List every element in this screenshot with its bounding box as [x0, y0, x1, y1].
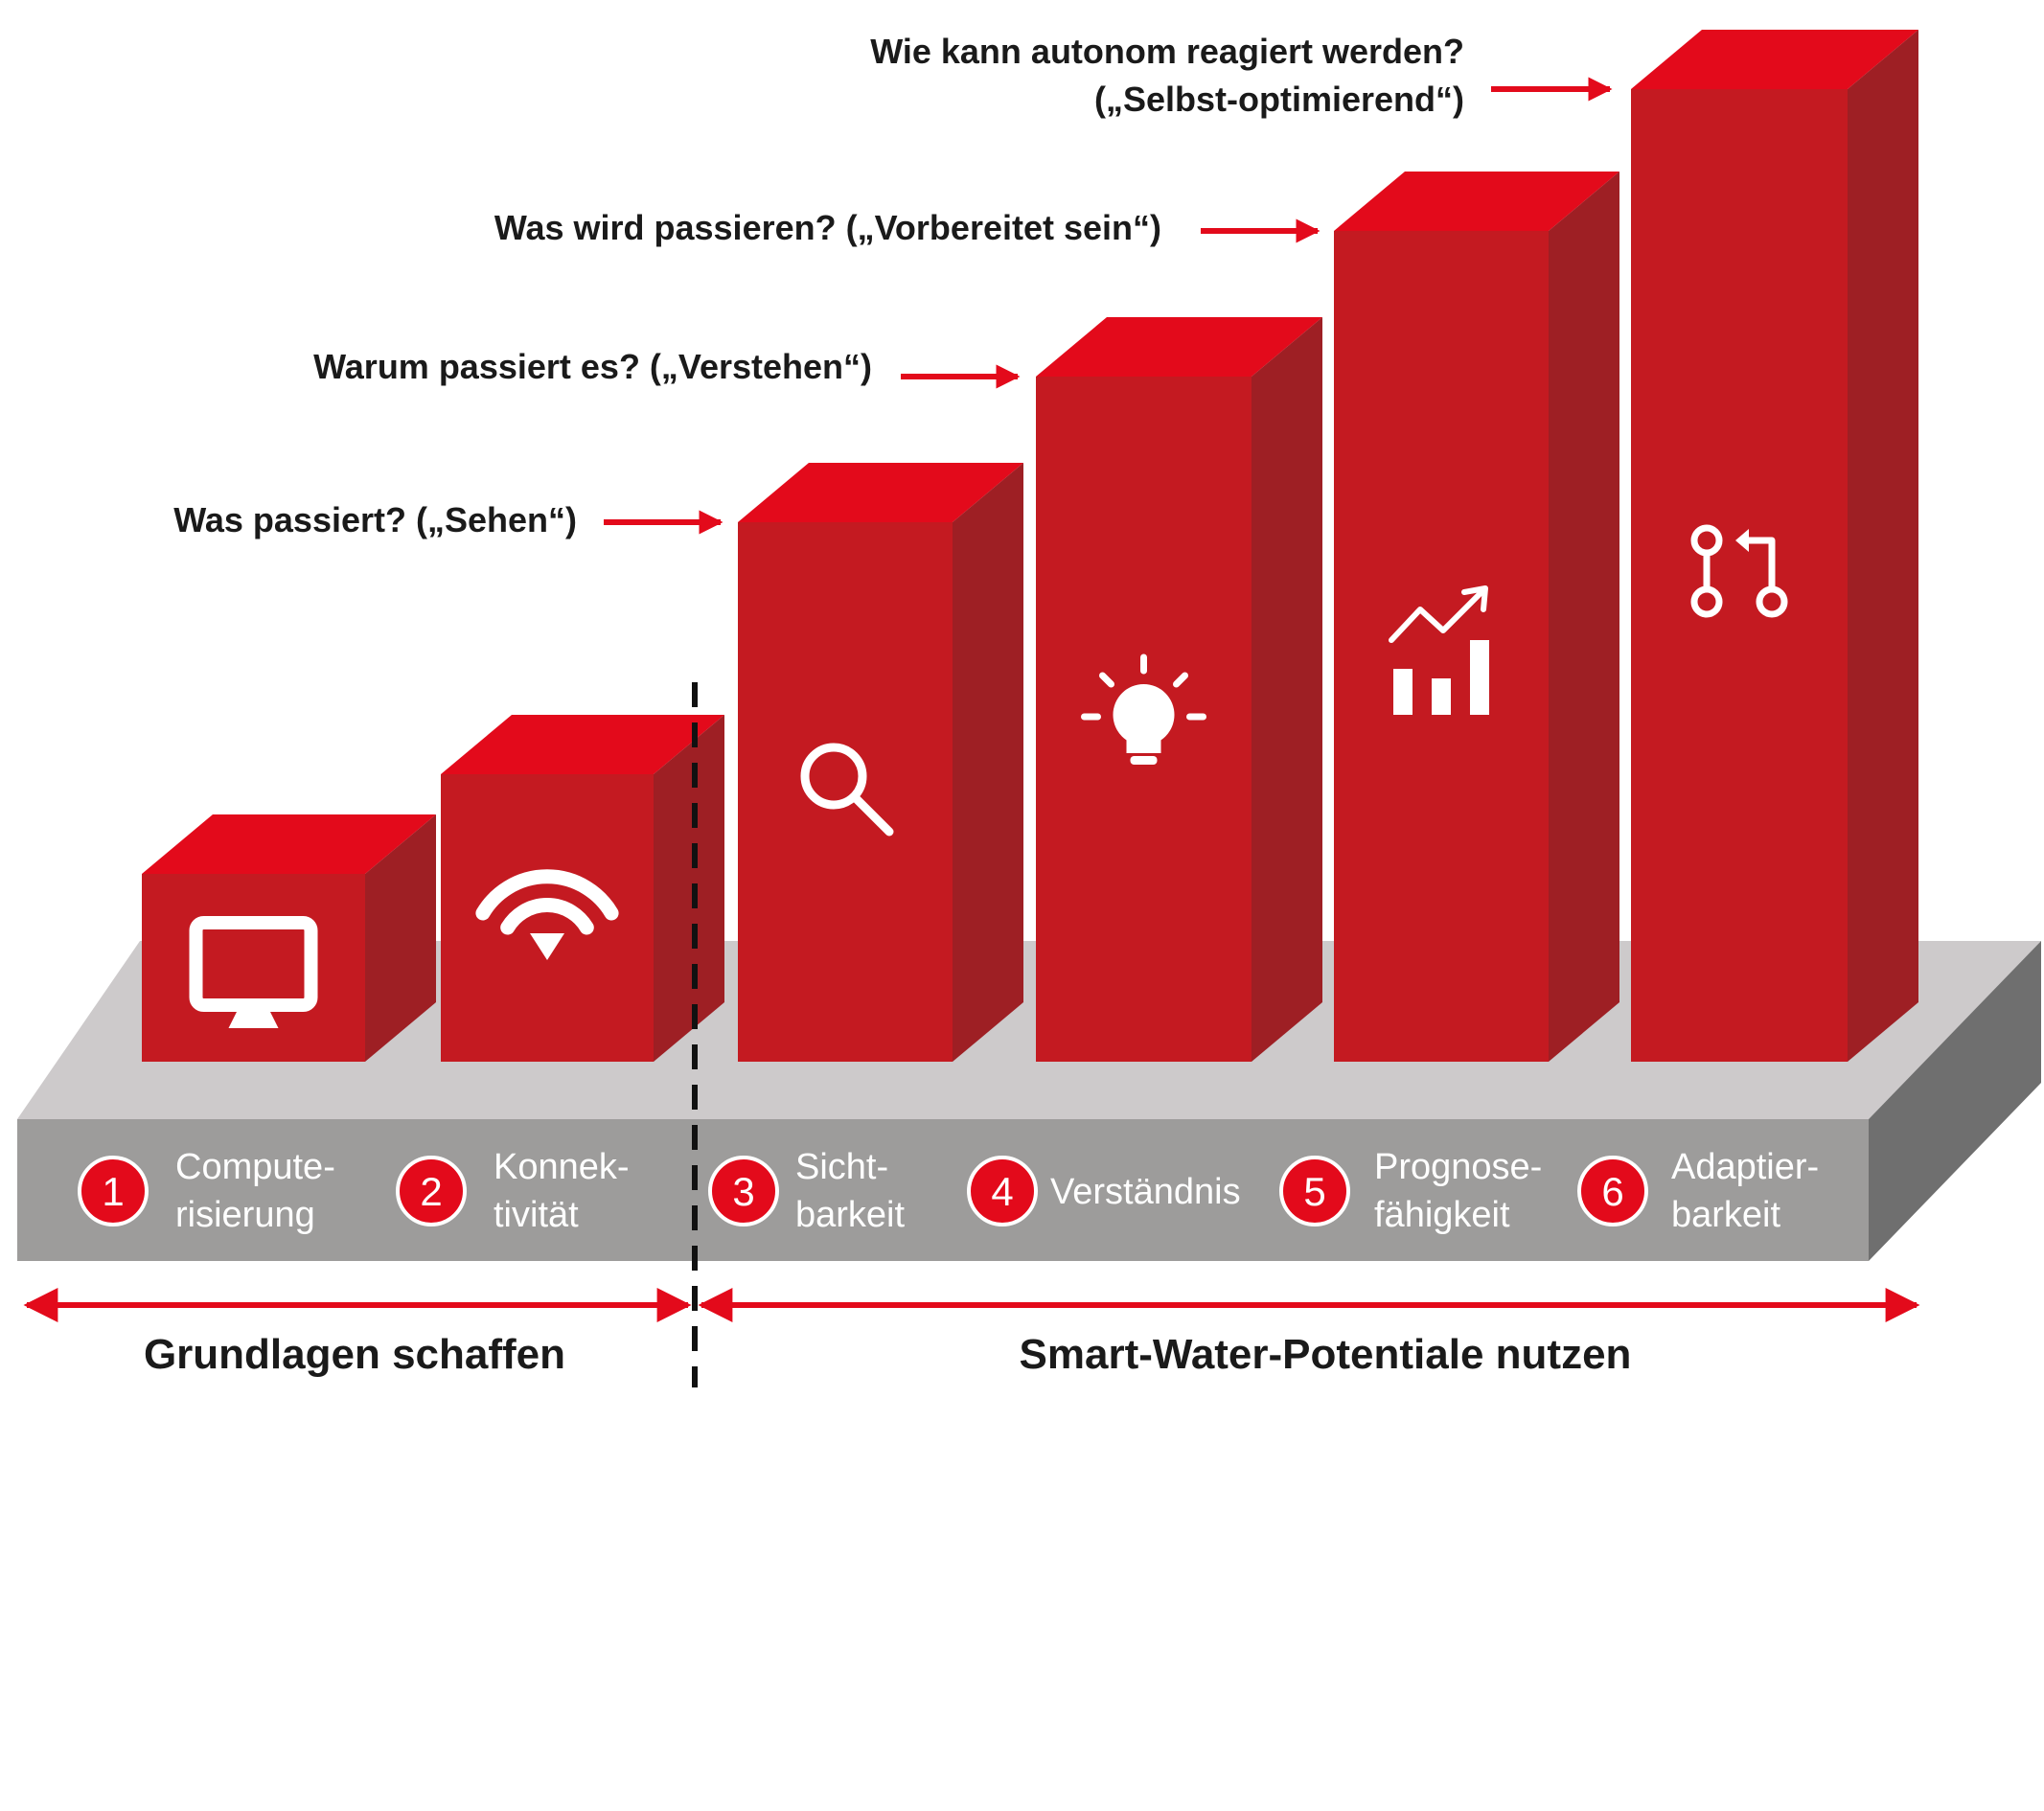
question-text: Warum passiert es? („Verstehen“)	[313, 347, 872, 386]
bar-step-4	[1036, 317, 1322, 1062]
bar-top-face	[441, 715, 724, 774]
bar-top-face	[1036, 317, 1322, 377]
phase-label-foundation: Grundlagen schaffen	[144, 1331, 565, 1378]
step-number: 5	[1303, 1169, 1325, 1214]
question-3: Was wird passieren? („Vorbereitet sein“)	[494, 208, 1321, 247]
bar-group	[142, 30, 1918, 1062]
step-label-3: 3 Sicht-barkeit	[708, 1147, 905, 1235]
bar-step-5	[1334, 172, 1619, 1062]
step-label-6: 6 Adaptier-barkeit	[1577, 1147, 1819, 1235]
step-label-line: Prognose-	[1374, 1147, 1542, 1187]
bar-front-face	[1334, 231, 1549, 1062]
step-number: 6	[1601, 1169, 1623, 1214]
step-number-badge	[1279, 1156, 1350, 1226]
step-label-1: 1 Compute-risierung	[78, 1147, 335, 1235]
bar-step-2	[441, 715, 724, 1062]
bar-side-face	[365, 814, 436, 1062]
bar-front-face	[1631, 89, 1848, 1062]
question-4: Wie kann autonom reagiert werden? („Selbs…	[870, 32, 1613, 119]
bar-side-face	[1848, 30, 1918, 1062]
bar-top-face	[1631, 30, 1918, 89]
search-icon	[800, 743, 894, 837]
step-number: 1	[102, 1169, 124, 1214]
step-label-5: 5 Prognose-fähigkeit	[1279, 1147, 1542, 1235]
bar-side-face	[953, 463, 1023, 1062]
question-text: („Selbst-optimierend“)	[1094, 80, 1464, 119]
step-number: 3	[732, 1169, 754, 1214]
question-text: Was passiert? („Sehen“)	[173, 500, 577, 539]
bar-side-face	[1252, 317, 1322, 1062]
bar-front-face	[441, 774, 654, 1062]
bar-side-face	[1549, 172, 1619, 1062]
bar-top-face	[142, 814, 436, 874]
bar-front-face	[738, 522, 953, 1062]
step-label-line: risierung	[175, 1195, 315, 1235]
step-number-badge	[396, 1156, 467, 1226]
step-label-4: 4 Verständnis	[967, 1156, 1241, 1226]
step-label-2: 2 Konnek-tivität	[396, 1147, 630, 1235]
step-number: 2	[420, 1169, 442, 1214]
step-label-line: Sicht-	[795, 1147, 888, 1187]
bar-step-1	[142, 814, 436, 1062]
bar-top-face	[738, 463, 1023, 522]
step-number-badge	[967, 1156, 1038, 1226]
step-label-line: barkeit	[795, 1195, 905, 1235]
step-label-line: barkeit	[1671, 1195, 1780, 1235]
monitor-icon	[189, 916, 318, 1028]
step-label-line: fähigkeit	[1374, 1195, 1510, 1235]
step-label-line: Konnek-	[494, 1147, 630, 1187]
bar-top-face	[1334, 172, 1619, 231]
lightbulb-icon	[1081, 653, 1206, 765]
question-1: Was passiert? („Sehen“)	[173, 500, 723, 539]
step-label-line: tivität	[494, 1195, 579, 1235]
step-label-line: Verständnis	[1050, 1172, 1241, 1212]
step-number-badge	[1577, 1156, 1648, 1226]
growth-chart-icon	[1389, 585, 1489, 715]
bar-step-3	[738, 463, 1023, 1062]
platform-side	[1869, 941, 2041, 1261]
question-2: Warum passiert es? („Verstehen“)	[313, 347, 1021, 389]
question-text: Was wird passieren? („Vorbereitet sein“)	[494, 208, 1161, 247]
step-labels: 1 Compute-risierung 2 Konnek-tivität 3 Sicht-…	[78, 1147, 1819, 1235]
step-number-badge	[708, 1156, 779, 1226]
bar-front-face	[142, 874, 365, 1062]
step-label-line: Compute-	[175, 1147, 335, 1187]
bar-step-6	[1631, 30, 1918, 1062]
step-label-line: Adaptier-	[1671, 1147, 1819, 1187]
wifi-icon	[475, 869, 619, 960]
step-number-badge	[78, 1156, 149, 1226]
step-number: 4	[991, 1169, 1013, 1214]
adaptive-flow-icon	[1690, 524, 1788, 618]
bar-side-face	[654, 715, 724, 1062]
phase-label-potentials: Smart-Water-Potentiale nutzen	[1020, 1331, 1632, 1378]
question-labels: Was passiert? („Sehen“) Warum passiert es…	[173, 32, 1613, 539]
platform-front	[17, 1119, 1869, 1261]
question-text: Wie kann autonom reagiert werden?	[870, 32, 1464, 71]
